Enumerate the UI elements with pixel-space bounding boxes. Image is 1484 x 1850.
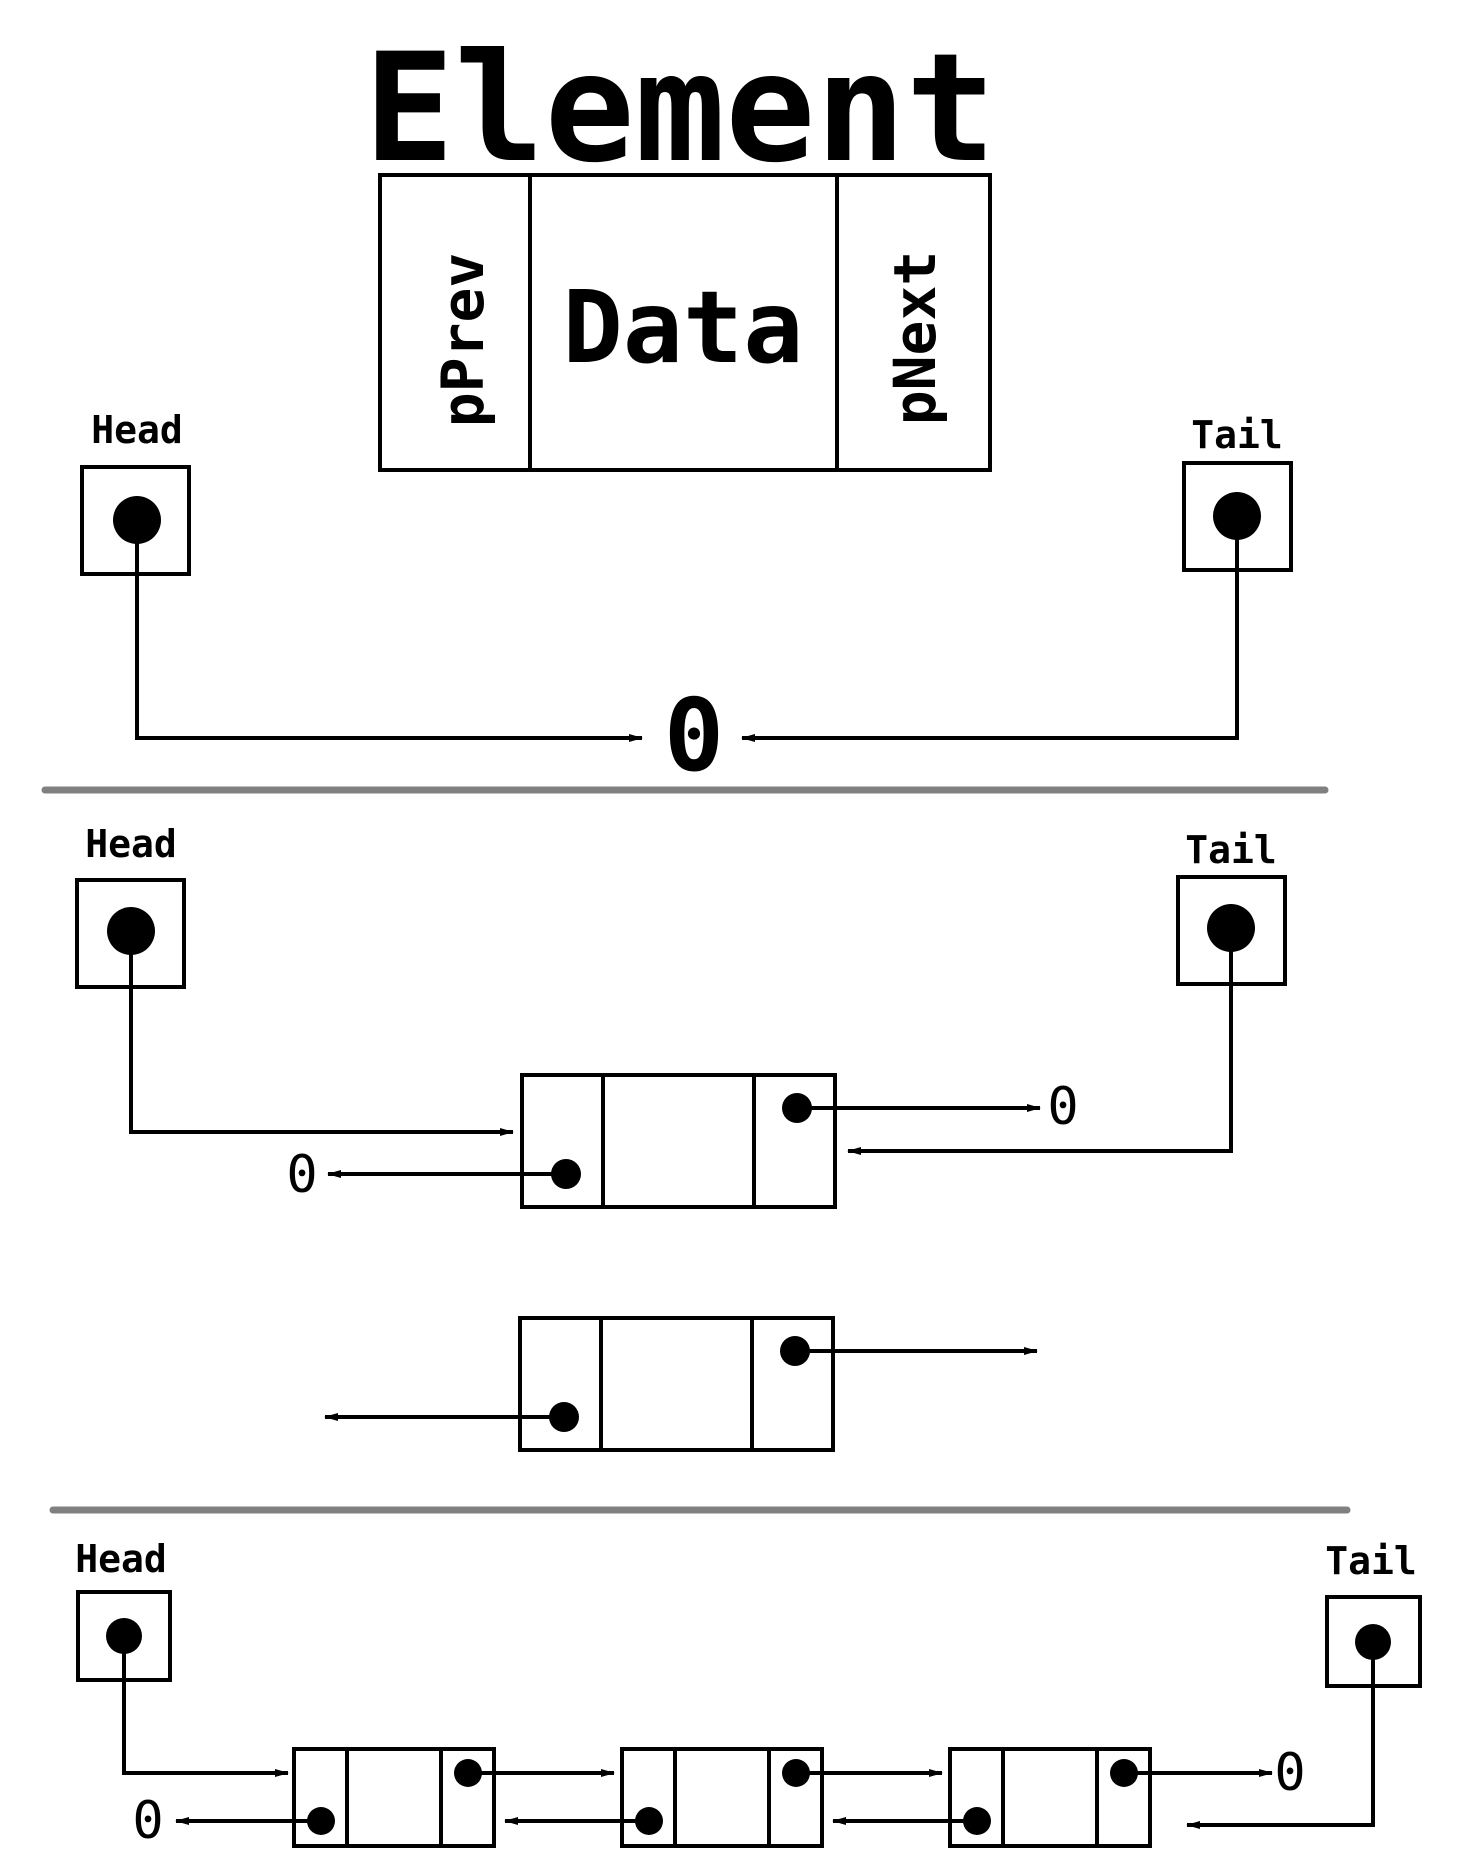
empty-list-section: Head Tail 0 [80,408,1293,794]
null-symbol: 0 [132,1791,163,1850]
head-label: Head [85,822,177,866]
list-node [832,1747,1273,1848]
detached-node [324,1316,1038,1452]
tail-label: Tail [1191,413,1283,457]
prev-field-label: pPrev [429,253,497,428]
null-symbol: 0 [1047,1077,1078,1137]
next-field-label: pNext [881,251,949,426]
list-node [504,1747,943,1848]
head-label: Head [91,408,183,452]
three-element-section: Head Tail [75,1537,1422,1850]
head-label: Head [75,1537,167,1581]
list-node [175,1747,615,1848]
null-symbol: 0 [286,1145,317,1205]
null-symbol: 0 [664,677,724,794]
list-node [327,1073,1041,1209]
tail-label: Tail [1185,828,1277,872]
single-element-section: Head Tail 0 0 [75,822,1287,1452]
null-symbol: 0 [1274,1743,1305,1803]
data-field-label: Data [563,269,804,386]
element-title: Element [364,22,996,196]
element-legend-box: pPrev Data pNext [378,173,992,472]
tail-label: Tail [1325,1539,1417,1583]
